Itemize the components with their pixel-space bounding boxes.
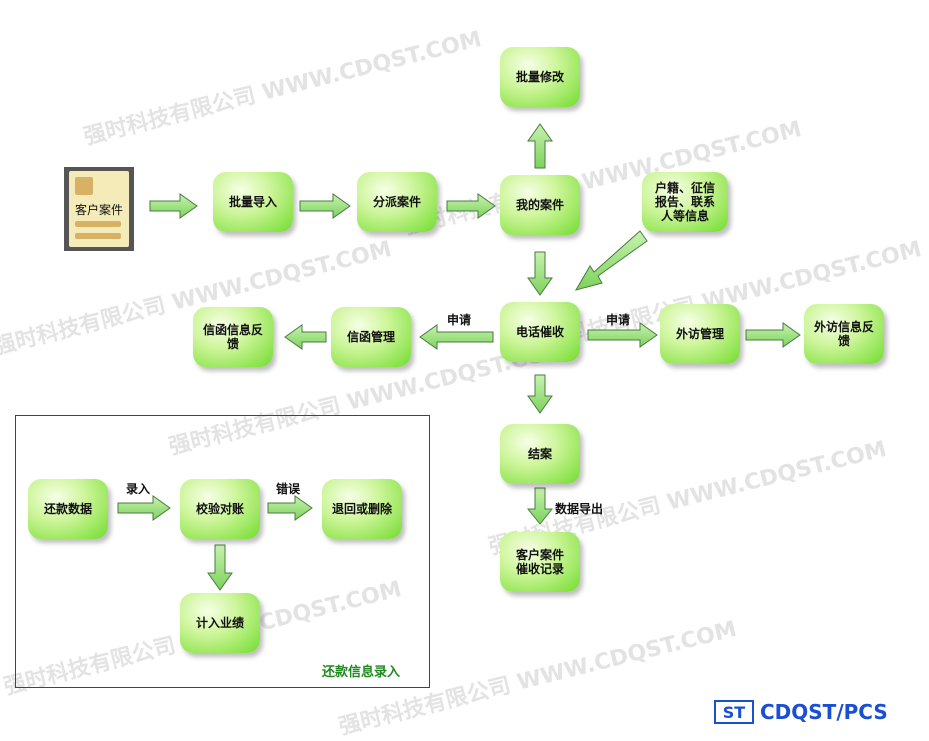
arrow-right: [117, 495, 171, 521]
node-collection-record: 客户案件催收记录: [500, 532, 580, 592]
node-repay-data: 还款数据: [28, 479, 108, 539]
arrow-left: [284, 324, 327, 350]
node-batch-edit: 批量修改: [500, 47, 580, 107]
logo-text: CDQST/PCS: [760, 700, 888, 724]
node-phone-collection: 电话催收: [500, 302, 580, 362]
arrow-right: [149, 193, 198, 219]
arrow-right: [745, 322, 801, 348]
node-dispatch-case: 分派案件: [357, 172, 437, 232]
document-icon: [75, 177, 93, 195]
label-enter: 录入: [126, 482, 151, 496]
repay-info-box: [15, 415, 430, 688]
logo-mark: ST: [714, 700, 754, 724]
arrow-down: [527, 251, 553, 296]
customer-case-document: 客户案件: [64, 167, 134, 251]
node-info: 户籍、征信报告、联系人等信息: [642, 172, 728, 232]
node-my-case: 我的案件: [500, 175, 580, 235]
node-letter-mgmt: 信函管理: [331, 307, 411, 367]
arrow-right: [267, 495, 313, 521]
arrow-diagonal: [574, 230, 648, 291]
node-visit-feedback: 外访信息反馈: [804, 304, 884, 364]
cdqst-logo: ST CDQST/PCS: [714, 700, 888, 724]
arrow-right: [299, 193, 351, 219]
node-close-case: 结案: [500, 424, 580, 484]
label-apply-left: 申请: [447, 313, 472, 327]
node-batch-import: 批量导入: [213, 172, 293, 232]
node-letter-feedback: 信函信息反馈: [193, 307, 273, 367]
node-return-delete: 退回或删除: [322, 479, 402, 539]
node-visit-mgmt: 外访管理: [660, 304, 740, 364]
node-performance: 计入业绩: [180, 593, 260, 653]
arrow-right: [587, 322, 658, 348]
arrow-down: [527, 374, 553, 414]
arrow-down: [526, 487, 554, 525]
customer-case-label: 客户案件: [74, 203, 123, 217]
arrow-left: [419, 324, 494, 350]
arrow-up: [527, 123, 553, 169]
label-data-export: 数据导出: [555, 502, 604, 516]
label-error: 错误: [276, 482, 301, 496]
node-verify: 校验对账: [180, 479, 260, 539]
arrow-right: [446, 193, 496, 219]
label-apply-right: 申请: [606, 313, 631, 327]
arrow-down: [207, 544, 233, 591]
repay-box-title: 还款信息录入: [322, 665, 401, 680]
